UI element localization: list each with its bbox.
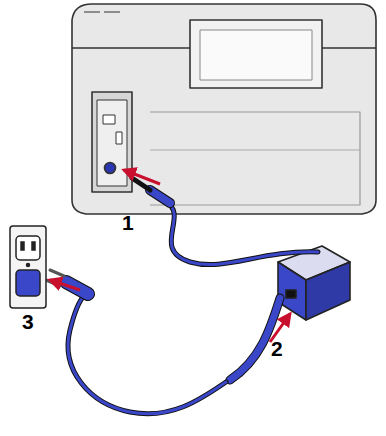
dc-cable [132,178,318,265]
insert-arrows [50,170,290,342]
power-adapter [278,246,350,320]
printer [72,4,376,214]
ac-cable [46,270,280,414]
callout-number: 1 [122,212,134,233]
callout-number: 3 [22,311,34,332]
callout-number: 2 [271,338,283,359]
wall-outlet [10,226,46,308]
